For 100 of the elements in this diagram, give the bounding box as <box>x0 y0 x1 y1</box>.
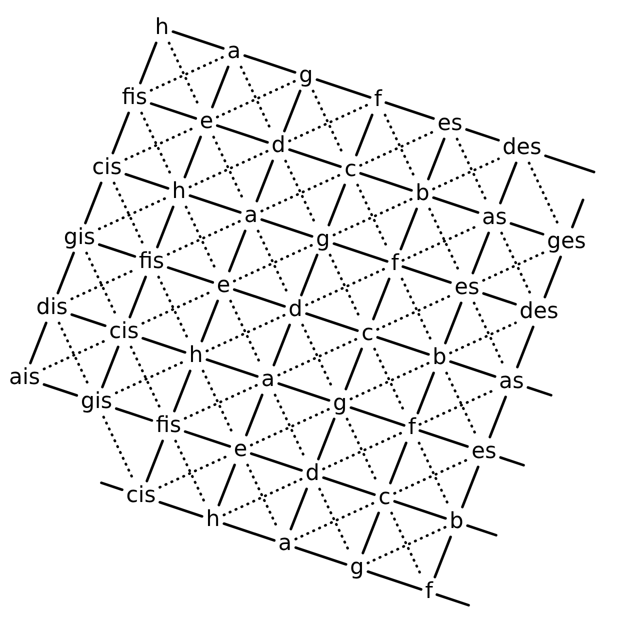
dotted-line <box>42 339 106 370</box>
connector-line <box>305 312 359 332</box>
note-name: e <box>232 438 248 462</box>
dotted-line <box>432 158 500 190</box>
note-name: es <box>454 276 480 300</box>
note-name: f <box>424 580 434 604</box>
connector-line <box>488 396 507 438</box>
connector-line <box>372 278 390 320</box>
connector-line <box>526 386 552 396</box>
note-name: d <box>304 462 320 486</box>
note-name: c <box>377 486 392 510</box>
connector-line <box>384 101 435 120</box>
dotted-line <box>294 501 376 540</box>
connector-line <box>393 500 447 520</box>
connector-line <box>434 536 452 578</box>
connector-line <box>100 482 124 492</box>
dotted-line <box>206 314 286 352</box>
connector-line <box>499 456 525 466</box>
connector-line <box>472 232 490 274</box>
connector-line <box>29 322 48 364</box>
connector-line <box>482 292 517 306</box>
connector-line <box>124 172 170 190</box>
connector-line <box>228 230 246 272</box>
connector-line <box>172 30 225 50</box>
note-name: a <box>260 368 276 392</box>
note-name: h <box>188 344 204 368</box>
note-name: d <box>288 298 304 322</box>
dotted-line <box>393 458 469 495</box>
note-name: h <box>154 16 170 40</box>
connector-line <box>243 54 296 74</box>
connector-line <box>359 172 413 192</box>
note-name: f <box>390 252 400 276</box>
note-name: fis <box>138 250 166 274</box>
note-name: e <box>198 110 214 134</box>
connector-line <box>544 256 562 298</box>
note-name: h <box>171 180 187 204</box>
note-name: g <box>298 64 314 88</box>
note-name: g <box>349 556 365 580</box>
note-name: des <box>518 300 560 324</box>
dotted-line <box>332 198 413 236</box>
connector-line <box>272 324 291 366</box>
note-name: b <box>414 182 430 206</box>
connector-line <box>294 546 348 566</box>
connector-line <box>300 254 318 296</box>
connector-line <box>84 182 102 224</box>
note-name: a <box>277 532 293 556</box>
connector-line <box>362 512 380 554</box>
note-name: es <box>470 440 498 464</box>
connector-line <box>465 128 500 142</box>
dotted-line <box>188 150 269 188</box>
connector-line <box>206 358 259 378</box>
connector-line <box>499 162 518 204</box>
connector-line <box>516 326 534 368</box>
dotted-line <box>166 220 242 256</box>
note-name: b <box>448 510 464 534</box>
connector-line <box>332 242 388 263</box>
connector-line <box>544 154 596 174</box>
connector-line <box>461 466 480 508</box>
dotted-line <box>222 478 303 516</box>
dotted-line <box>376 294 452 331</box>
connector-line <box>98 243 136 258</box>
connector-line <box>42 383 78 397</box>
connector-line <box>184 430 232 448</box>
connector-line <box>56 252 75 294</box>
note-name: h <box>205 508 221 532</box>
note-name: dis <box>35 296 69 320</box>
note-name: e <box>216 274 232 298</box>
connector-line <box>250 452 303 472</box>
note-name: f <box>407 416 417 440</box>
connector-line <box>344 348 363 390</box>
note-name: ais <box>8 366 42 390</box>
connector-line <box>366 570 422 591</box>
connector-line <box>571 198 584 228</box>
dotted-line <box>449 322 517 354</box>
connector-line <box>427 138 446 180</box>
note-name: a <box>226 40 242 64</box>
connector-line <box>188 194 242 214</box>
connector-line <box>316 78 372 99</box>
connector-line <box>112 112 130 154</box>
connector-line <box>232 288 286 308</box>
dotted-line <box>359 130 435 167</box>
dotted-line <box>232 244 314 282</box>
connector-line <box>166 266 214 284</box>
connector-line <box>436 593 470 606</box>
note-name: as <box>498 370 525 394</box>
connector-line <box>449 360 496 378</box>
connector-line <box>200 300 219 342</box>
note-name: gis <box>80 390 114 414</box>
connector-line <box>389 442 408 484</box>
connector-line <box>184 136 202 178</box>
connector-line <box>158 500 204 518</box>
note-name: g <box>315 228 331 252</box>
dotted-line <box>482 252 544 282</box>
connector-line <box>416 372 435 414</box>
note-name: as <box>481 206 508 230</box>
connector-line <box>444 302 462 344</box>
connector-line <box>402 265 452 284</box>
note-name: c <box>343 158 358 182</box>
connector-line <box>216 124 269 144</box>
connector-line <box>322 476 376 496</box>
